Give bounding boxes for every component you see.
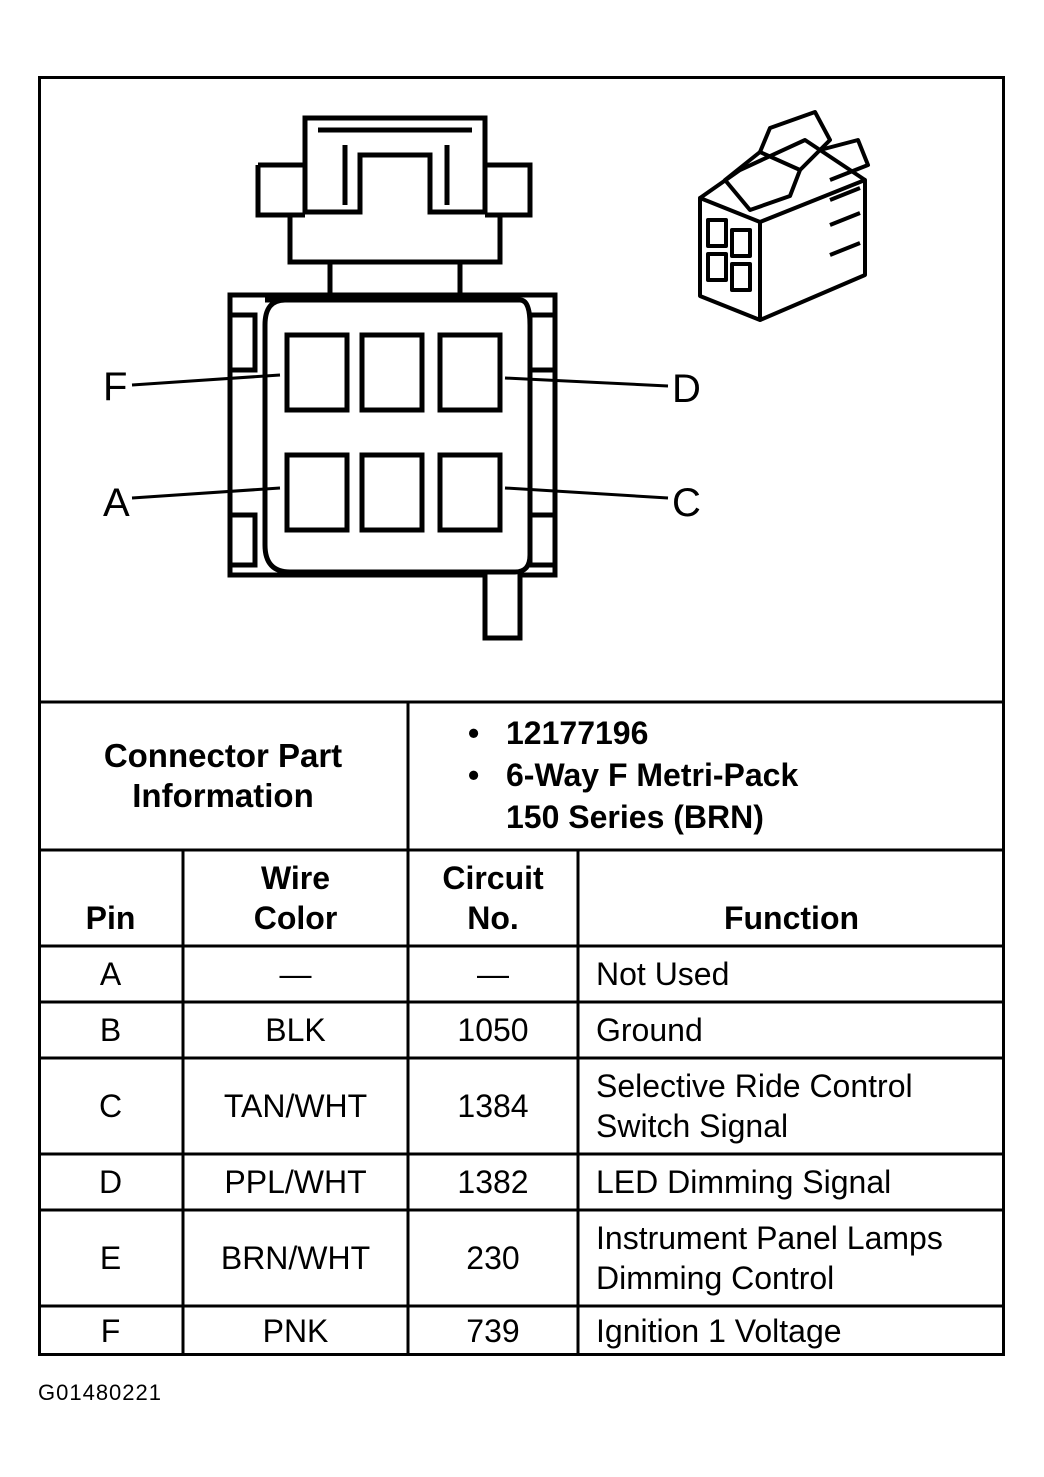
table-cell-circuit: 230 [466,1240,520,1276]
cavity-b [359,452,425,533]
pin-label-d: D [672,367,701,411]
connector-body [227,292,558,641]
figure-id: G01480221 [38,1380,162,1405]
table-cell-color: PNK [262,1313,329,1349]
diagram-frame [38,76,1005,1356]
connector-ear-left-bottom [230,512,258,568]
pin-label-f: F [103,365,127,409]
table-cell-function: Ignition 1 Voltage [596,1313,842,1349]
table-cell-circuit: 1050 [457,1012,529,1048]
table-cell-function: Selective Ride Control Switch Signal [596,1068,913,1144]
table-cell-color: PPL/WHT [224,1164,367,1200]
connector-latch-inner [318,127,472,205]
leader-d [504,376,669,388]
part-info-list: 12177196 6-Way F Metri-Pack 150 Series (… [468,712,798,838]
connector-ear-left-top [230,312,258,373]
table-cell-circuit: 1382 [457,1164,529,1200]
cavity-c [437,452,503,533]
table-cell-function: LED Dimming Signal [596,1164,892,1200]
table-cell-pin: B [99,1012,122,1048]
connector-iso-sketch [698,110,870,322]
table-cell-circuit: 739 [466,1313,520,1349]
table-cell-pin: D [98,1164,123,1200]
table-cell-circuit: — [477,956,509,992]
header-function: Function [723,900,860,936]
table-cell-function: Instrument Panel Lamps Dimming Control [596,1220,943,1296]
pin-label-a: A [103,481,130,525]
table-cell-color: — [279,956,312,992]
table-cell-color: TAN/WHT [223,1088,368,1124]
part-number: 12177196 [468,712,798,754]
pin-label-c: C [672,481,701,525]
table-cell-function: Not Used [596,956,730,992]
table-cell-pin: C [98,1088,123,1124]
connector-ear-right-bottom [527,512,555,568]
leader-a [131,486,281,500]
table-cell-function: Ground [596,1012,703,1048]
part-description: 6-Way F Metri-Pack 150 Series (BRN) [468,754,798,838]
connector-neck [287,215,503,295]
cavity-e [359,332,425,413]
table-cell-color: BLK [265,1012,326,1048]
header-pin: Pin [85,900,136,936]
header-wire-color: Wire Color [253,860,338,936]
connector-shoulder [255,162,533,218]
cavity-f [284,332,350,413]
table-cell-color: BRN/WHT [220,1240,371,1276]
leader-c [504,486,669,500]
part-info-title: Connector Part Information [103,737,343,814]
cavity-a [284,452,350,533]
connector-part-info: Connector Part Information 12177196 6-Wa… [38,702,1005,850]
connector-ear-right-top [527,312,555,373]
table-cell-pin: E [99,1240,122,1276]
cavity-d [437,332,503,413]
connector-body-inner [262,297,533,575]
table-cell-pin: F [100,1313,121,1349]
connector-latch [302,115,488,215]
table-cell-pin: A [99,956,122,992]
header-circuit-no: Circuit No. [442,860,544,936]
leader-f [131,373,281,387]
table-cell-circuit: 1384 [457,1088,529,1124]
